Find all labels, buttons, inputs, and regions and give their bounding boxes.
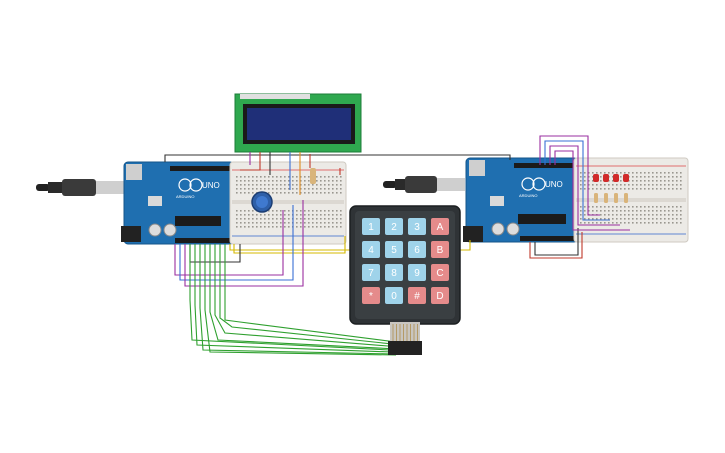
keypad-key-A[interactable]: A [431, 218, 449, 235]
keypad-key-7[interactable]: 7 [362, 264, 380, 281]
keypad-key-3[interactable]: 3 [408, 218, 426, 235]
left-board-brand-label: ARDUINO [176, 194, 194, 199]
keypad-key-label: 6 [414, 245, 420, 256]
keypad-key-8[interactable]: 8 [385, 264, 403, 281]
left-breadboard[interactable] [229, 161, 347, 245]
keypad-key-label: A [437, 222, 444, 233]
keypad-key-label: 1 [368, 222, 374, 233]
keypad-key-#[interactable]: # [408, 287, 426, 304]
keypad-key-label: # [414, 291, 420, 302]
lcd-resistor [310, 168, 316, 184]
right-arduino-board[interactable]: UNO ARDUINO [463, 157, 579, 243]
keypad-key-*[interactable]: * [362, 287, 380, 304]
keypad-key-D[interactable]: D [431, 287, 449, 304]
keypad-key-B[interactable]: B [431, 241, 449, 258]
led-4 [623, 174, 629, 182]
keypad-key-1[interactable]: 1 [362, 218, 380, 235]
potentiometer-knob[interactable] [251, 191, 273, 213]
lcd-display[interactable] [234, 93, 362, 153]
left-usb-cable [36, 179, 124, 196]
keypad-key-C[interactable]: C [431, 264, 449, 281]
keypad-key-5[interactable]: 5 [385, 241, 403, 258]
keypad-key-label: 3 [414, 222, 420, 233]
keypad-key-label: 4 [368, 245, 374, 256]
keypad-key-label: D [436, 291, 443, 302]
keypad-connector [388, 341, 422, 355]
keypad-key-label: * [369, 291, 373, 302]
led-3 [613, 174, 619, 182]
led-resistor-3 [614, 193, 618, 203]
led-2 [603, 174, 609, 182]
keypad-key-6[interactable]: 6 [408, 241, 426, 258]
led-resistor-4 [624, 193, 628, 203]
keypad-key-4[interactable]: 4 [362, 241, 380, 258]
keypad-key-label: 9 [414, 268, 420, 279]
keypad-key-9[interactable]: 9 [408, 264, 426, 281]
keypad-key-label: B [437, 245, 444, 256]
right-board-brand-label: ARDUINO [519, 193, 537, 198]
keypad-key-label: 0 [391, 291, 397, 302]
led-1 [593, 174, 599, 182]
right-breadboard[interactable] [573, 157, 689, 243]
keypad-key-label: C [436, 268, 443, 279]
left-arduino-board[interactable]: UNO ARDUINO [121, 161, 235, 245]
keypad-key-2[interactable]: 2 [385, 218, 403, 235]
left-board-model-label: UNO [202, 181, 220, 190]
right-usb-cable [383, 176, 465, 193]
keypad-key-label: 7 [368, 268, 374, 279]
keypad-key-label: 8 [391, 268, 397, 279]
keypad-key-label: 2 [391, 222, 397, 233]
keypad-key-label: 5 [391, 245, 397, 256]
wires [164, 135, 630, 356]
led-resistor-2 [604, 193, 608, 203]
led-resistor-1 [594, 193, 598, 203]
right-board-model-label: UNO [545, 180, 563, 189]
led-array [593, 174, 629, 203]
keypad-key-0[interactable]: 0 [385, 287, 403, 304]
keypad[interactable]: 1 2 3 A 4 5 6 B 7 8 9 C * 0 # D [349, 205, 461, 355]
